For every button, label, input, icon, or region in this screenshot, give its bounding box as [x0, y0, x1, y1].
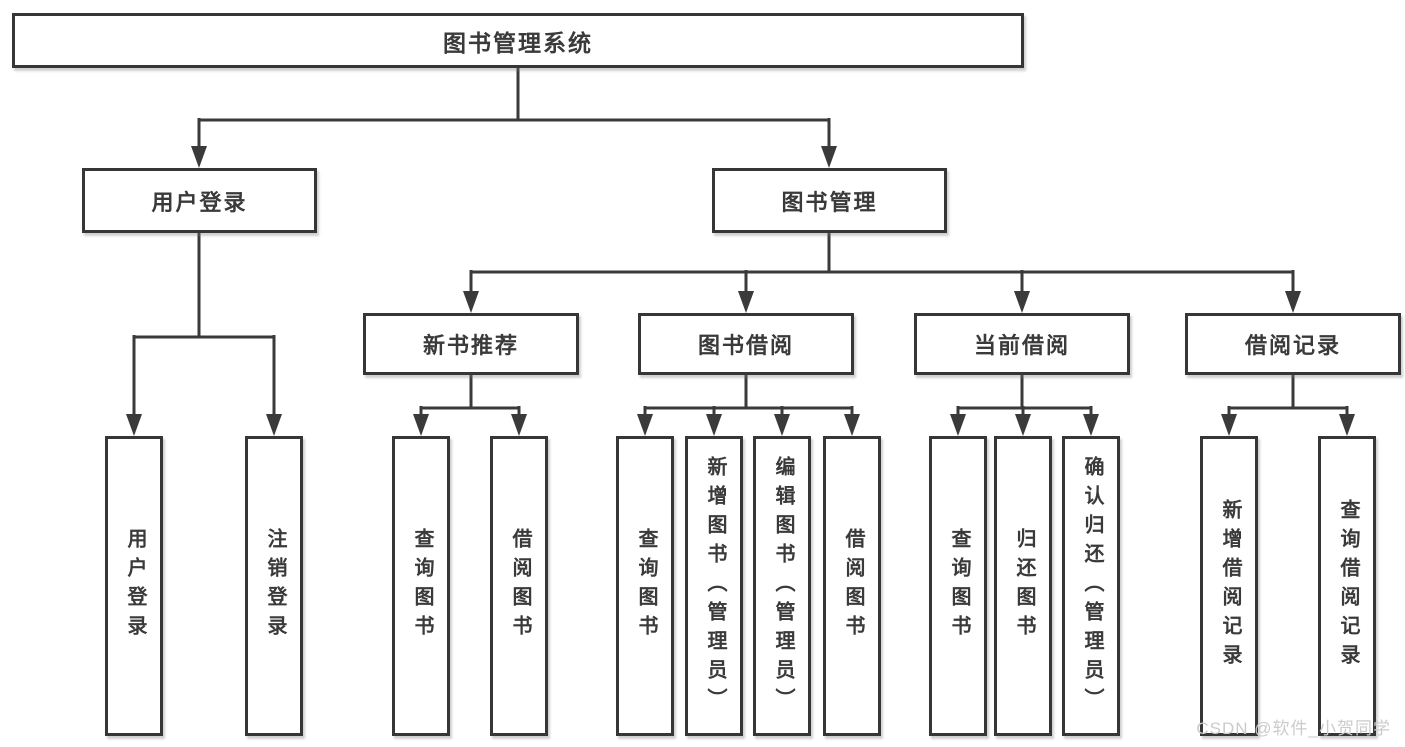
node-book-management: 图书管理: [712, 168, 947, 233]
node-borrow-records: 借阅记录: [1185, 313, 1401, 375]
node-current-borrow: 当前借阅: [914, 313, 1130, 375]
watermark: CSDN @软件_小贺同学: [1196, 719, 1391, 738]
leaf-borrow-books-recommend: 借阅图书: [490, 436, 548, 736]
node-user-login: 用户登录: [82, 168, 317, 233]
leaf-user-login: 用户登录: [105, 436, 163, 736]
leaf-query-borrow-record: 查询借阅记录: [1318, 436, 1376, 736]
leaf-confirm-return-admin: 确认归还（管理员）: [1062, 436, 1120, 736]
leaf-edit-book-admin: 编辑图书（管理员）: [753, 436, 811, 736]
leaf-add-book-admin: 新增图书（管理员）: [685, 436, 743, 736]
leaf-query-books-current: 查询图书: [929, 436, 987, 736]
node-library-management-system: 图书管理系统: [12, 13, 1024, 68]
leaf-borrow-books: 借阅图书: [823, 436, 881, 736]
leaf-logout: 注销登录: [245, 436, 303, 736]
node-new-book-recommend: 新书推荐: [363, 313, 579, 375]
leaf-query-books-borrow: 查询图书: [616, 436, 674, 736]
leaf-add-borrow-record: 新增借阅记录: [1200, 436, 1258, 736]
leaf-query-books-recommend: 查询图书: [392, 436, 450, 736]
node-book-borrow: 图书借阅: [638, 313, 854, 375]
leaf-return-book: 归还图书: [994, 436, 1052, 736]
